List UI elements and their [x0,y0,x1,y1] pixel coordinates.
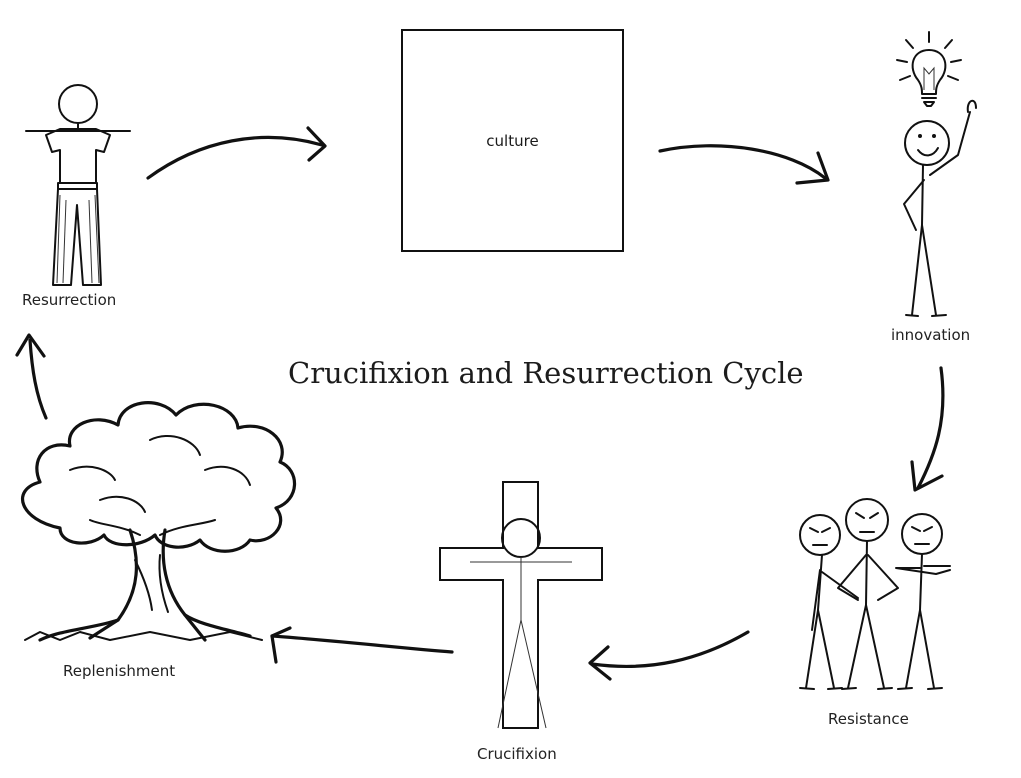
arrow-replenishment-to-resurrection [15,333,48,420]
lightbulb-icon [896,31,962,107]
cross-figure-icon [439,481,603,729]
angry-group-icon [799,498,951,690]
resurrection-label: Resurrection [22,291,117,309]
arrow-crucifixion-to-replenishment [270,626,454,664]
arrow-culture-to-innovation [658,144,830,185]
thinking-person-lightbulb-icon [896,31,977,317]
culture-node: culture [401,29,624,252]
diagram-title: Crucifixion and Resurrection Cycle [288,356,804,390]
standing-person-icon [25,84,131,286]
arrow-resurrection-to-culture [146,126,327,180]
arrow-resistance-to-crucifixion [588,630,750,681]
crucifixion-label: Crucifixion [477,745,557,763]
innovation-label: innovation [891,326,971,344]
tree-icon [21,401,297,642]
culture-label: culture [486,132,539,150]
resistance-label: Resistance [828,710,909,728]
arrow-innovation-to-resistance [910,366,945,492]
replenishment-label: Replenishment [63,662,176,680]
